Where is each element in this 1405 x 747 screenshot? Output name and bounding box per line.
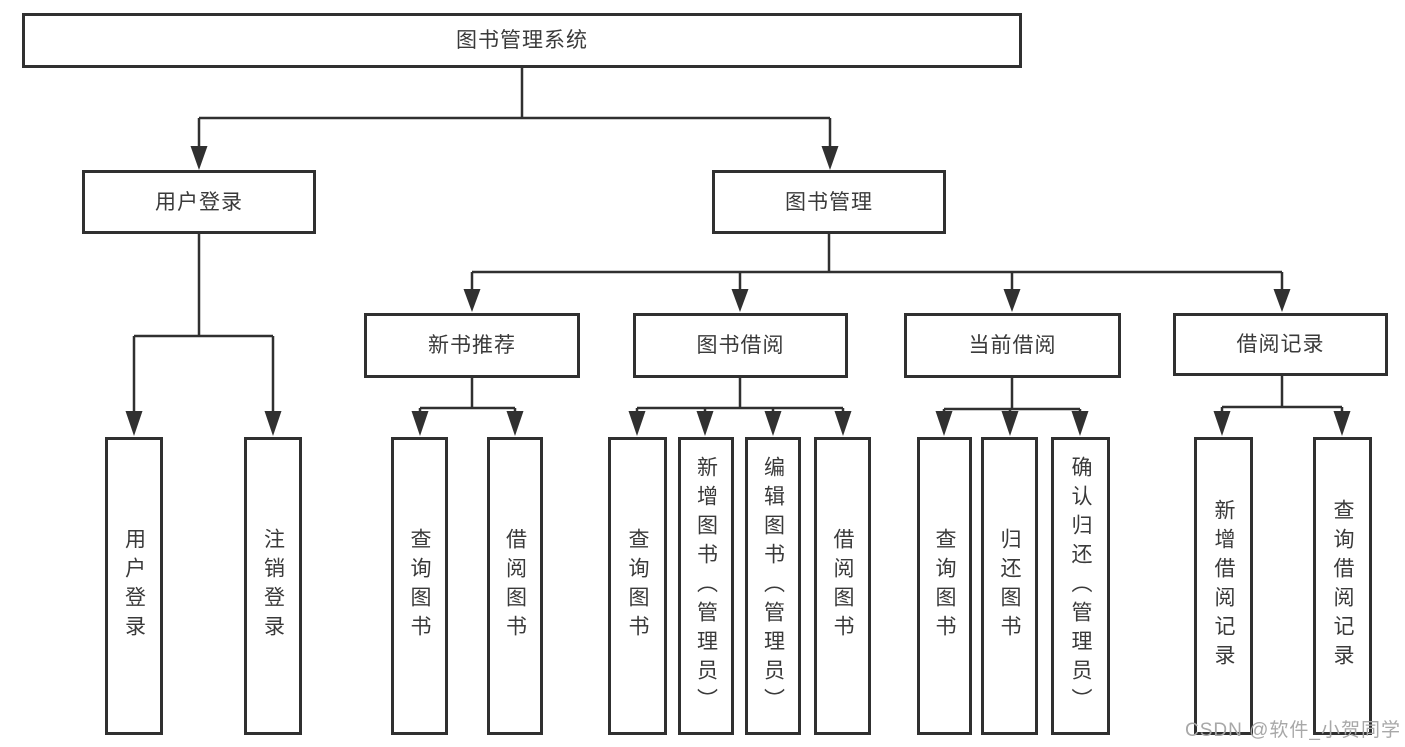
arrowhead: [834, 411, 852, 436]
leaf-user-login: 用户登录: [105, 437, 163, 735]
leaf-logout: 注销登录: [244, 437, 302, 735]
leaf-return-books: 归还图书: [981, 437, 1038, 735]
arrowhead: [764, 411, 782, 436]
arrowhead: [696, 411, 714, 436]
arrowhead: [821, 146, 839, 170]
leaf-query-books-recommend: 查询图书: [391, 437, 448, 735]
leaf-add-borrow-record: 新增借阅记录: [1194, 437, 1253, 735]
leaf-borrow-books: 借阅图书: [814, 437, 871, 735]
arrowhead: [628, 411, 646, 436]
arrowhead: [935, 411, 953, 436]
csdn-watermark: CSDN @软件_小贺同学: [1185, 720, 1401, 741]
arrowhead: [1003, 289, 1021, 312]
node-user-login: 用户登录: [82, 170, 316, 234]
leaf-confirm-return-admin: 确认归还（管理员）: [1051, 437, 1110, 735]
leaf-borrow-books-recommend: 借阅图书: [487, 437, 543, 735]
arrowhead: [411, 411, 429, 436]
arrowhead: [1001, 411, 1019, 436]
arrowhead: [190, 146, 208, 170]
leaf-query-borrow-record: 查询借阅记录: [1313, 437, 1372, 735]
arrowhead: [731, 289, 749, 312]
arrowhead: [1273, 289, 1291, 312]
node-new-book-recommendation: 新书推荐: [364, 313, 580, 378]
arrowhead: [506, 411, 524, 436]
node-book-borrowing: 图书借阅: [633, 313, 848, 378]
leaf-query-books-borrow: 查询图书: [608, 437, 667, 735]
arrowhead: [1071, 411, 1089, 436]
node-book-management: 图书管理: [712, 170, 946, 234]
node-borrowing-records: 借阅记录: [1173, 313, 1388, 376]
leaf-query-books-current: 查询图书: [917, 437, 972, 735]
leaf-edit-books-admin: 编辑图书（管理员）: [745, 437, 801, 735]
arrowhead: [264, 411, 282, 436]
node-current-borrowing: 当前借阅: [904, 313, 1121, 378]
node-library-management-system: 图书管理系统: [22, 13, 1022, 68]
leaf-add-books-admin: 新增图书（管理员）: [678, 437, 734, 735]
arrowhead: [125, 411, 143, 436]
arrowhead: [1213, 411, 1231, 436]
arrowhead: [1333, 411, 1351, 436]
arrowhead: [463, 289, 481, 312]
